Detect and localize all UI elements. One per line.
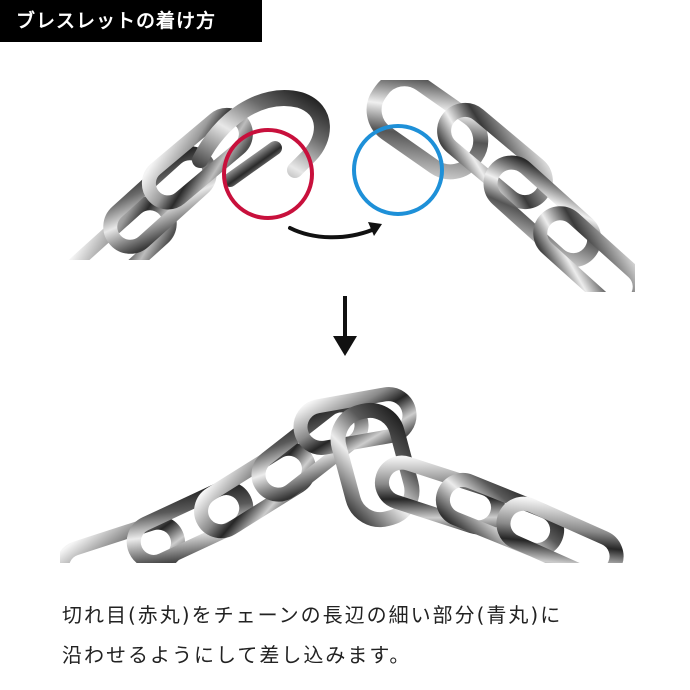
caption-line-2: 沿わせるようにして差し込みます。	[62, 643, 412, 667]
chain-open-link-photo	[60, 90, 350, 295]
chain-target-link-photo	[350, 80, 635, 295]
red-circle-marker	[222, 128, 314, 220]
curved-arrow-right-icon	[288, 222, 382, 240]
instruction-caption: 切れ目(赤丸)をチェーンの長辺の細い部分(青丸)に 沿わせるようにして差し込みま…	[62, 595, 662, 675]
blue-circle-marker	[352, 124, 444, 216]
caption-line-1: 切れ目(赤丸)をチェーンの長辺の細い部分(青丸)に	[62, 603, 563, 627]
chain-closed-photo	[60, 387, 630, 565]
page-title: ブレスレットの着け方	[0, 0, 262, 42]
arrow-down-icon	[333, 296, 357, 356]
